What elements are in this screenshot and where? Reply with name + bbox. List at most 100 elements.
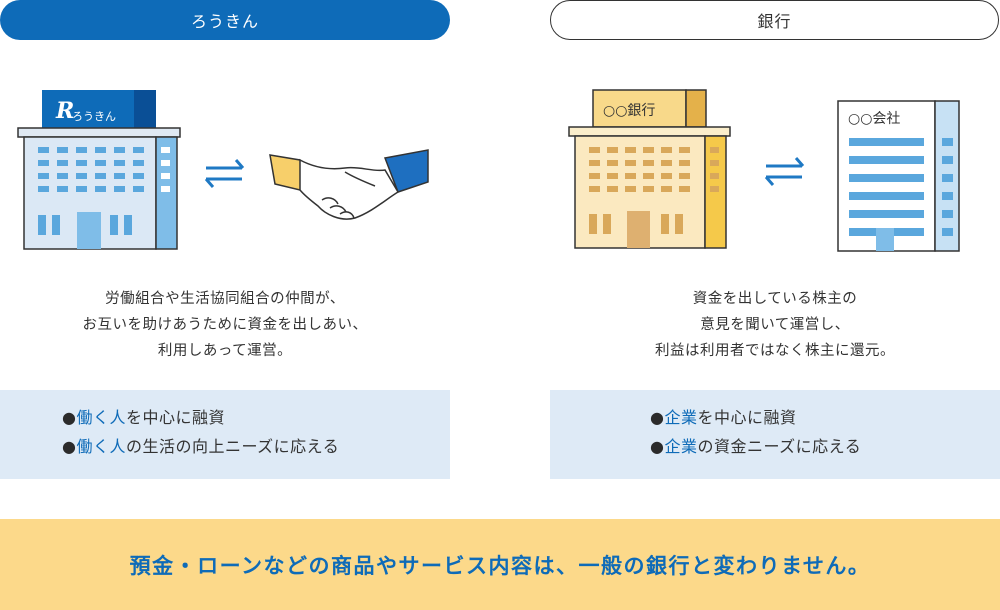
rokin-points-box: ●働く人を中心に融資 ●働く人の生活の向上ニーズに応える [0,390,450,479]
window [38,147,49,153]
rokin-description-line: 労働組合や生活協同組合の仲間が、 [105,291,345,307]
window [607,186,618,192]
window [625,160,636,166]
window [710,173,719,179]
window [38,173,49,179]
window [603,214,611,234]
window [589,160,600,166]
bank-description: 資金を出している株主の 意見を聞いて運営し、 利益は利用者ではなく株主に還元。 [550,286,1000,364]
window-stripe [849,192,924,200]
window [57,147,68,153]
window [942,156,953,164]
window [625,147,636,153]
bank-header: 銀行 [550,0,999,40]
window [679,160,690,166]
bullet-icon: ● [62,437,77,456]
window [95,186,106,192]
window [133,186,144,192]
window [643,147,654,153]
window-stripe [849,174,924,182]
window [114,186,125,192]
window [76,173,87,179]
window [95,147,106,153]
company-building-icon: ○○会社 [837,100,960,252]
window [607,173,618,179]
window [679,147,690,153]
rokin-description: 労働組合や生活協同組合の仲間が、 お互いを助けあうために資金を出しあい、 利用し… [0,286,450,364]
window [661,214,669,234]
point-text: を中心に融資 [125,408,225,427]
bank-description-line: 利益は利用者ではなく株主に還元。 [655,343,895,359]
window [38,160,49,166]
summary-banner: 預金・ローンなどの商品やサービス内容は、一般の銀行と変わりません。 [0,519,1000,610]
window [110,215,118,235]
window [643,160,654,166]
window [52,215,60,235]
window [589,186,600,192]
window [661,173,672,179]
window [38,215,46,235]
point-highlight: 働く人 [76,408,126,427]
point-text: の生活の向上ニーズに応える [125,437,340,456]
window [589,214,597,234]
rokin-header: ろうきん [0,0,450,40]
handshake-icon [269,149,429,220]
rokin-building-icon: R ろうきん [17,90,181,250]
window [942,192,953,200]
window [607,147,618,153]
window [76,186,87,192]
bullet-icon: ● [650,408,665,427]
exchange-arrows-icon [204,159,245,188]
window [161,160,170,166]
window [133,160,144,166]
window [589,173,600,179]
bank-description-line: 資金を出している株主の [692,291,858,307]
window [124,215,132,235]
window [679,173,690,179]
svg-text:R: R [55,98,74,124]
window [133,147,144,153]
point-highlight: 働く人 [76,437,126,456]
window [661,147,672,153]
bank-points-box: ●企業を中心に融資 ●企業の資金ニーズに応える [550,390,1000,479]
window [710,160,719,166]
window [675,214,683,234]
window [942,228,953,236]
window [942,210,953,218]
point-highlight: 企業 [664,408,698,427]
rokin-point: ●働く人の生活の向上ニーズに応える [62,432,450,461]
window [114,147,125,153]
bank-illustration: ○○銀行 ○○会社 [568,89,960,252]
window [589,147,600,153]
window [95,173,106,179]
window [76,147,87,153]
window [942,174,953,182]
company-sign-text: ○○会社 [848,111,900,127]
point-text: の資金ニーズに応える [697,437,862,456]
window [57,173,68,179]
window [679,186,690,192]
window [57,160,68,166]
bank-point: ●企業の資金ニーズに応える [650,432,1000,461]
window [643,186,654,192]
window [625,173,636,179]
bullet-icon: ● [650,437,665,456]
rokin-point: ●働く人を中心に融資 [62,403,450,432]
window [710,147,719,153]
window [161,173,170,179]
window [161,147,170,153]
window [95,160,106,166]
exchange-arrows-icon [764,157,805,186]
bank-description-line: 意見を聞いて運営し、 [700,317,850,333]
window-stripe [849,210,924,218]
window [942,138,953,146]
bank-sign-text: ○○銀行 [603,103,655,119]
window [114,173,125,179]
window [57,186,68,192]
bullet-icon: ● [62,408,77,427]
window [661,160,672,166]
window [625,186,636,192]
window-stripe [849,138,924,146]
bank-building-icon: ○○銀行 [568,89,731,249]
rokin-description-line: お互いを助けあうために資金を出しあい、 [82,317,368,333]
